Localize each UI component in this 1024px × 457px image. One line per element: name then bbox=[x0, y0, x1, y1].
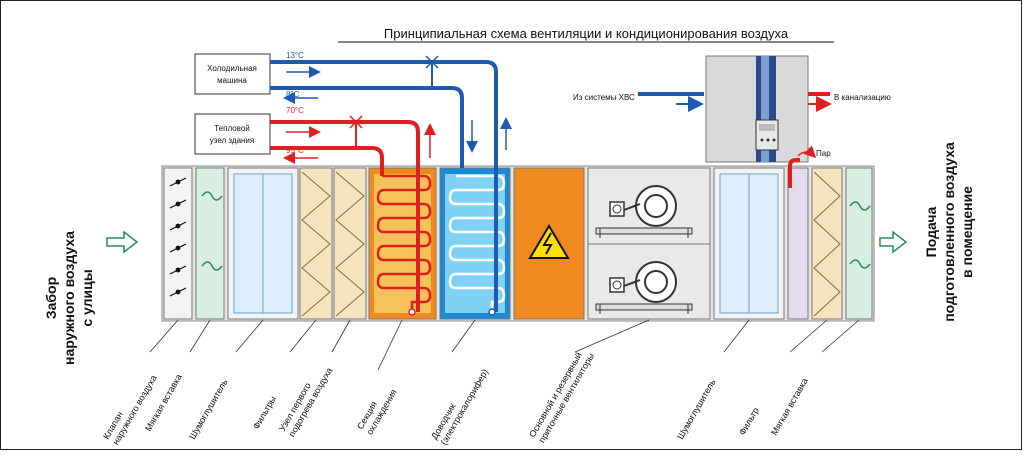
svg-text:Подача: Подача bbox=[923, 206, 939, 257]
drain-label: В канализацию bbox=[834, 93, 891, 102]
temp-label: 95°C bbox=[286, 146, 304, 155]
cold-pipes bbox=[270, 60, 498, 312]
section-damper bbox=[163, 167, 193, 320]
heat-node-label: Тепловой bbox=[214, 124, 250, 133]
filter-media-icon bbox=[335, 171, 365, 317]
section-soft-insert-2 bbox=[845, 167, 873, 320]
temp-label: 8°C bbox=[286, 90, 300, 99]
temp-label: 70°C bbox=[286, 106, 304, 115]
intake-arrow-icon bbox=[106, 230, 139, 254]
section-electric-heater bbox=[513, 167, 585, 320]
heat-node-label: узел здания bbox=[210, 136, 254, 145]
fan-icon bbox=[595, 185, 693, 238]
fan-icon bbox=[595, 261, 693, 314]
section-fans bbox=[587, 167, 711, 320]
filter-media-icon bbox=[813, 171, 841, 317]
section-filters bbox=[299, 167, 367, 320]
supply-label: Подача подготовленного воздуха в помещен… bbox=[923, 142, 975, 322]
section-silencer-1 bbox=[227, 167, 299, 320]
water-in-label: Из системы ХВС bbox=[573, 93, 635, 102]
section-filter-2 bbox=[811, 167, 843, 320]
steam-label: Пар bbox=[816, 149, 831, 158]
high-voltage-icon bbox=[528, 224, 570, 259]
cooling-coil-icon bbox=[448, 174, 506, 312]
diagram-title: Принципиальная схема вентиляции и кондиц… bbox=[384, 26, 789, 41]
section-soft-insert-1 bbox=[195, 167, 225, 320]
supply-arrow-icon bbox=[879, 230, 908, 254]
svg-text:подготовленного воздуха: подготовленного воздуха bbox=[941, 142, 957, 322]
wave-icon bbox=[849, 201, 871, 211]
filter-media-icon bbox=[301, 171, 331, 317]
damper-blades-icon bbox=[169, 177, 187, 297]
chiller-box: Холодильная машина bbox=[194, 53, 271, 95]
svg-text:с улицы: с улицы bbox=[79, 269, 95, 326]
heating-coil-icon bbox=[376, 174, 432, 312]
wave-icon bbox=[849, 259, 871, 269]
section-humidifier bbox=[787, 167, 809, 320]
steam-arrow-icon bbox=[797, 145, 817, 159]
chiller-label: машина bbox=[217, 76, 247, 85]
section-silencer-2 bbox=[713, 167, 785, 320]
hot-pipes bbox=[270, 120, 420, 312]
valve-icon bbox=[425, 55, 439, 69]
leader-lines bbox=[149, 319, 860, 371]
section-heater bbox=[368, 167, 437, 320]
wave-icon bbox=[201, 261, 223, 271]
svg-text:в помещение: в помещение bbox=[959, 186, 975, 278]
steam-pipe bbox=[788, 158, 800, 188]
valve-icon bbox=[349, 115, 363, 129]
temp-label: 13°C bbox=[286, 51, 304, 60]
steam-humidifier bbox=[705, 55, 809, 163]
heat-node-box: Тепловой узел здания bbox=[194, 113, 271, 155]
svg-text:Забор: Забор bbox=[43, 277, 59, 319]
wave-icon bbox=[201, 191, 223, 201]
chiller-label: Холодильная bbox=[207, 64, 257, 73]
svg-text:наружного воздуха: наружного воздуха bbox=[61, 231, 77, 365]
intake-label: Забор наружного воздуха с улицы bbox=[43, 231, 95, 365]
